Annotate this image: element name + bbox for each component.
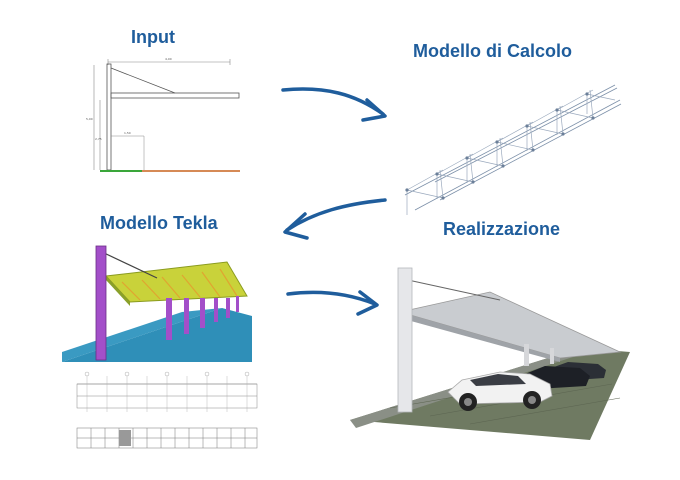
calc-model [395,70,625,220]
plan-drawings [75,370,260,460]
input-title: Input [131,27,175,47]
arrow-calc-to-tekla [283,198,387,240]
arrow-input-to-calc [281,87,387,122]
dim-top-label: 4,00 [165,57,172,61]
input-drawing: 4,00 5,00 2,75 1,50 [80,50,250,180]
realization-render [350,262,630,440]
dim-height-label: 5,00 [86,117,93,121]
car-white [447,371,553,411]
tekla-model-title: Modello Tekla [100,213,218,233]
dim-clear-label: 1,50 [124,131,131,135]
dim-col-label: 2,75 [95,137,102,141]
calc-model-title: Modello di Calcolo [413,41,573,61]
tekla-model [62,240,252,365]
realization-title: Realizzazione [443,219,561,239]
arrow-tekla-to-real [286,290,379,316]
